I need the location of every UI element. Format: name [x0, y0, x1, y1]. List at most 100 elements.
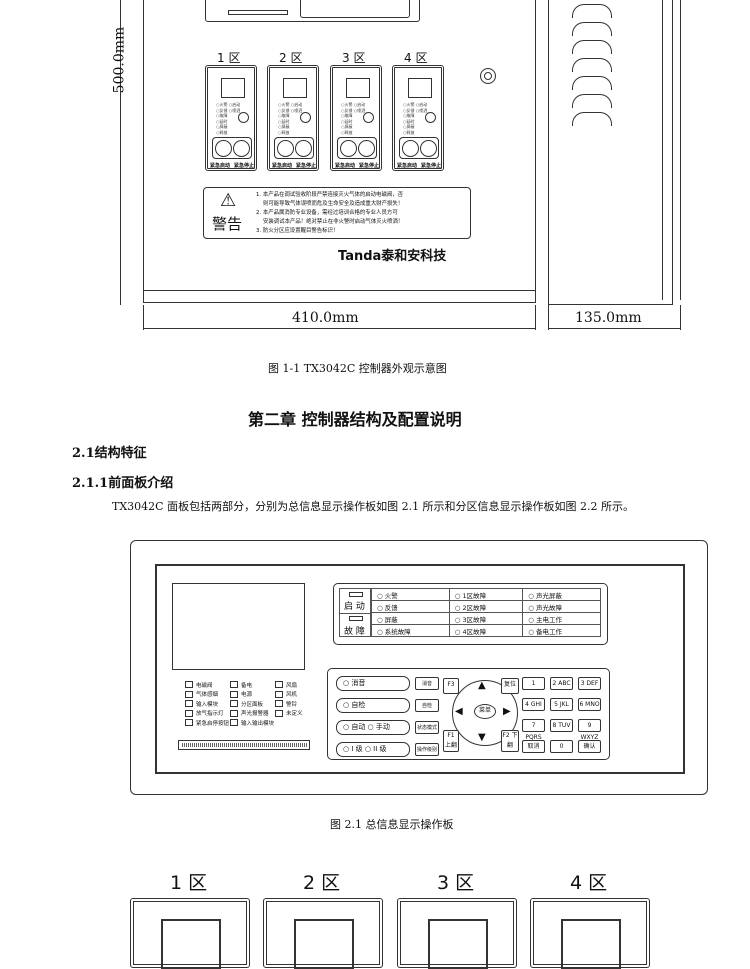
numpad-key[interactable]: 8 TUV: [550, 719, 573, 732]
zone-led: ○释放: [403, 129, 415, 135]
numpad-key[interactable]: 3 DEF: [578, 677, 601, 690]
mode-switch[interactable]: [363, 112, 374, 123]
zone-led: ○屏蔽: [403, 124, 415, 129]
panel-connector: [178, 740, 310, 750]
mode-switch[interactable]: [238, 112, 249, 123]
fault-row-label: 故 障: [344, 627, 365, 637]
zone-led: ○反馈 ○喷洒: [341, 107, 366, 113]
function-key[interactable]: 操作级别: [415, 743, 439, 756]
legend-label: 紧急启停按钮: [196, 720, 230, 727]
emergency-stop-button[interactable]: [420, 140, 437, 157]
zone-led: ○屏蔽: [216, 124, 228, 129]
figure-caption-1-1: 图 1-1 TX3042C 控制器外观示意图: [268, 362, 447, 375]
mode-switch[interactable]: [300, 112, 311, 123]
indicator-block: 启 动 故 障 ○ 火警○ 1区故障○ 声光屏蔽○ 反馈○ 2区故障○ 声光故障…: [333, 583, 608, 645]
zone-display: [561, 919, 621, 969]
zone-led: ○屏蔽: [341, 124, 353, 129]
function-key[interactable]: 状态模式: [415, 721, 439, 734]
intro-paragraph: TX3042C 面板包括两部分，分别为总信息显示操作板如图 2.1 所示和分区信…: [112, 500, 635, 513]
emergency-start-button[interactable]: [402, 140, 419, 157]
nav-down-icon[interactable]: ▼: [478, 732, 486, 743]
zone-led: ○火警 ○启动: [278, 102, 303, 107]
numpad-key[interactable]: 6 MNO: [578, 698, 601, 711]
warning-line: 3. 防火分区应设置醒目警告标识！: [256, 228, 339, 234]
start-row-label: 启 动: [344, 602, 365, 612]
legend-icon: [275, 681, 283, 689]
legend-icon: [275, 709, 283, 717]
numpad-key[interactable]: 取消: [522, 740, 545, 753]
zone-led: ○反馈 ○喷洒: [278, 107, 303, 113]
zone-led: ○延时: [216, 118, 228, 124]
status-indicator: ○ 自检: [336, 698, 410, 713]
legend-label: 备电: [241, 682, 253, 689]
emergency-start-button[interactable]: [277, 140, 294, 157]
zone-panel: [263, 898, 383, 969]
legend-label: 警铃: [286, 701, 298, 708]
key-lock-icon: [480, 68, 496, 84]
menu-key[interactable]: 菜单: [474, 704, 496, 719]
zone-led: ○延时: [403, 118, 415, 124]
numpad-key[interactable]: 5 JKL: [550, 698, 573, 711]
zone-display: [283, 78, 307, 98]
button-label: 紧急停止: [295, 163, 316, 169]
function-key[interactable]: 自检: [415, 699, 439, 712]
zone-led: ○释放: [278, 129, 290, 135]
legend-icon: [230, 709, 238, 717]
cabinet-front: [143, 0, 536, 303]
zone-label: 2 区: [303, 872, 341, 894]
zone-display: [221, 78, 245, 98]
panel-inner: [155, 564, 685, 774]
mode-switch[interactable]: [425, 112, 436, 123]
zone-led: ○故障: [403, 113, 415, 118]
zone-panel: [530, 898, 650, 969]
f3-key[interactable]: F3: [443, 678, 459, 694]
nav-right-icon[interactable]: ▶: [503, 706, 511, 717]
numpad-key[interactable]: 1: [522, 677, 545, 690]
numpad-key[interactable]: 确认: [578, 740, 601, 753]
emergency-start-button[interactable]: [215, 140, 232, 157]
f1-up-key[interactable]: F1 上翻: [443, 730, 459, 752]
lcd-screen: [172, 583, 305, 670]
nav-up-icon[interactable]: ▲: [478, 680, 486, 691]
reset-key[interactable]: 复位: [501, 678, 519, 694]
indicator-led: ○ 3区故障: [448, 612, 524, 625]
status-indicator: ○ I 级 ○ II 级: [336, 742, 410, 757]
zone-module: ○火警 ○启动○反馈 ○喷洒○故障○延时○屏蔽○释放 紧急启动紧急停止: [330, 65, 382, 171]
indicator-led: ○ 系统故障: [371, 624, 450, 637]
legend-icon: [230, 719, 238, 727]
warning-triangle-icon: ⚠: [220, 190, 237, 211]
zone-led: ○反馈 ○喷洒: [216, 107, 241, 113]
legend-icon: [185, 690, 193, 698]
legend-icon: [230, 681, 238, 689]
numpad-key[interactable]: 7 PQRS: [522, 719, 545, 741]
indicator-led: ○ 声光故障: [522, 600, 601, 613]
indicator-led: ○ 火警: [371, 588, 450, 601]
numpad-key[interactable]: 4 GHI: [522, 698, 545, 711]
warning-line: 1. 本产品在调试验收阶段严禁连接灭火气体的启动电磁阀，否: [256, 192, 404, 198]
zone-led: ○延时: [278, 118, 290, 124]
numpad-key[interactable]: 0: [550, 740, 573, 753]
numpad-key[interactable]: 9 WXYZ: [578, 719, 601, 741]
emergency-stop-button[interactable]: [233, 140, 250, 157]
nav-left-icon[interactable]: ◀: [455, 706, 463, 717]
warning-line: 安装调试本产品！绝对禁止在非火警时启动气体灭火喷洒！: [263, 219, 404, 225]
emergency-stop-button[interactable]: [358, 140, 375, 157]
function-key[interactable]: 消音: [415, 677, 439, 690]
zone-led: ○故障: [216, 113, 228, 118]
emergency-start-button[interactable]: [340, 140, 357, 157]
legend-icon: [275, 700, 283, 708]
zone-led: ○释放: [216, 129, 228, 135]
legend-label: 未定义: [286, 711, 303, 718]
legend-icon: [230, 700, 238, 708]
indicator-led: ○ 反馈: [371, 600, 450, 613]
zone-display: [408, 78, 432, 98]
legend-icon: [230, 690, 238, 698]
indicator-led: ○ 1区故障: [448, 588, 524, 601]
numpad-key[interactable]: 2 ABC: [550, 677, 573, 690]
f2-down-key[interactable]: F2 下翻: [501, 730, 519, 752]
zone-panel: [397, 898, 517, 969]
zone-led: ○故障: [278, 113, 290, 118]
emergency-stop-button[interactable]: [295, 140, 312, 157]
zone-led: ○火警 ○启动: [341, 102, 366, 107]
nav-pad: [452, 680, 518, 746]
